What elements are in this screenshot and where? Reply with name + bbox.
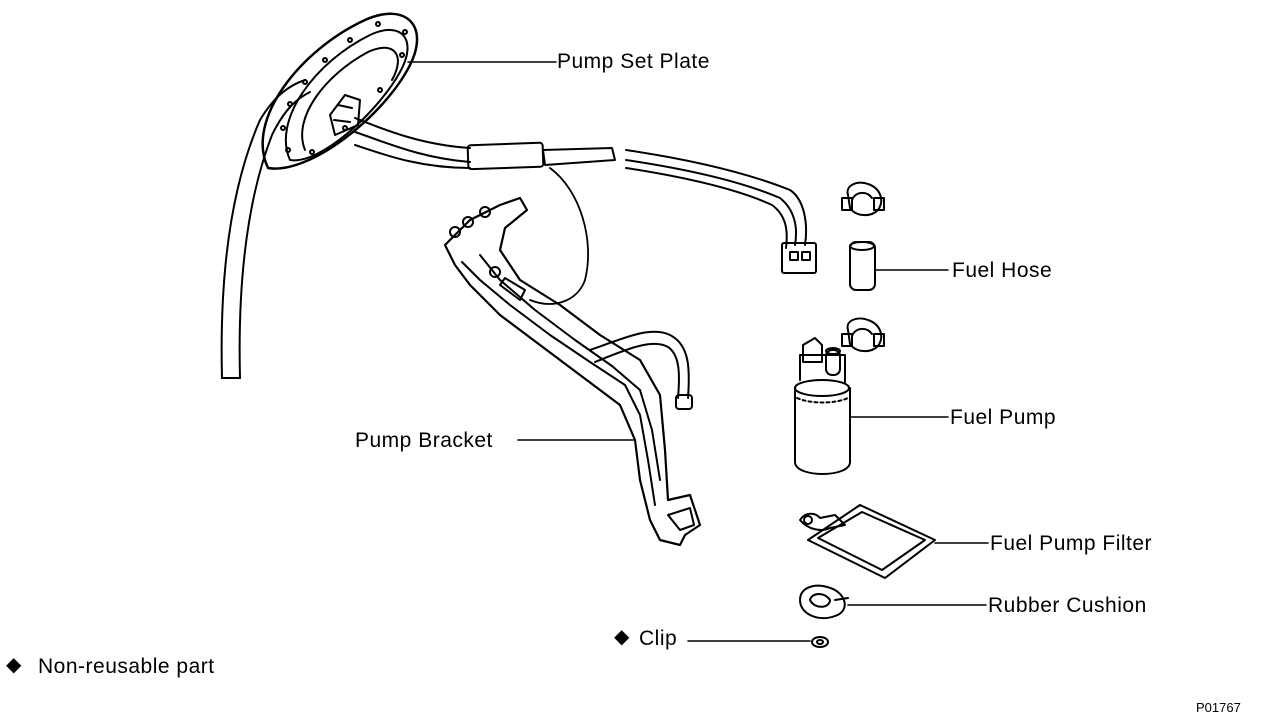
leader-lines (407, 61, 989, 642)
clip-label: Clip (639, 627, 678, 650)
fuel-pump-label: Fuel Pump (950, 406, 1057, 429)
clip-non-reusable-mark-icon: ◆ (614, 626, 630, 648)
fuel-hose-part (849, 241, 876, 291)
figure-code: P01767 (1196, 700, 1241, 715)
rubber-cushion-part (799, 584, 849, 620)
clip-part (811, 636, 829, 648)
fuel-pump-filter-part (799, 504, 936, 579)
legend-text: Non-reusable part (38, 655, 215, 678)
pump-bracket-label: Pump Bracket (355, 429, 493, 452)
pump-set-plate-label: Pump Set Plate (557, 50, 710, 73)
hose-clamp-upper-part (841, 181, 885, 216)
return-pipe-part (220, 79, 311, 379)
fuel-hose-label: Fuel Hose (952, 259, 1053, 282)
pump-bracket-part (443, 196, 702, 547)
fuel-pump-part (794, 337, 851, 475)
rubber-cushion-label: Rubber Cushion (988, 594, 1147, 617)
wire-harness-part (354, 117, 817, 305)
hose-clamp-lower-part (841, 317, 885, 352)
fuel-pump-filter-label: Fuel Pump Filter (990, 532, 1153, 555)
legend-marker-icon: ◆ (6, 654, 22, 676)
